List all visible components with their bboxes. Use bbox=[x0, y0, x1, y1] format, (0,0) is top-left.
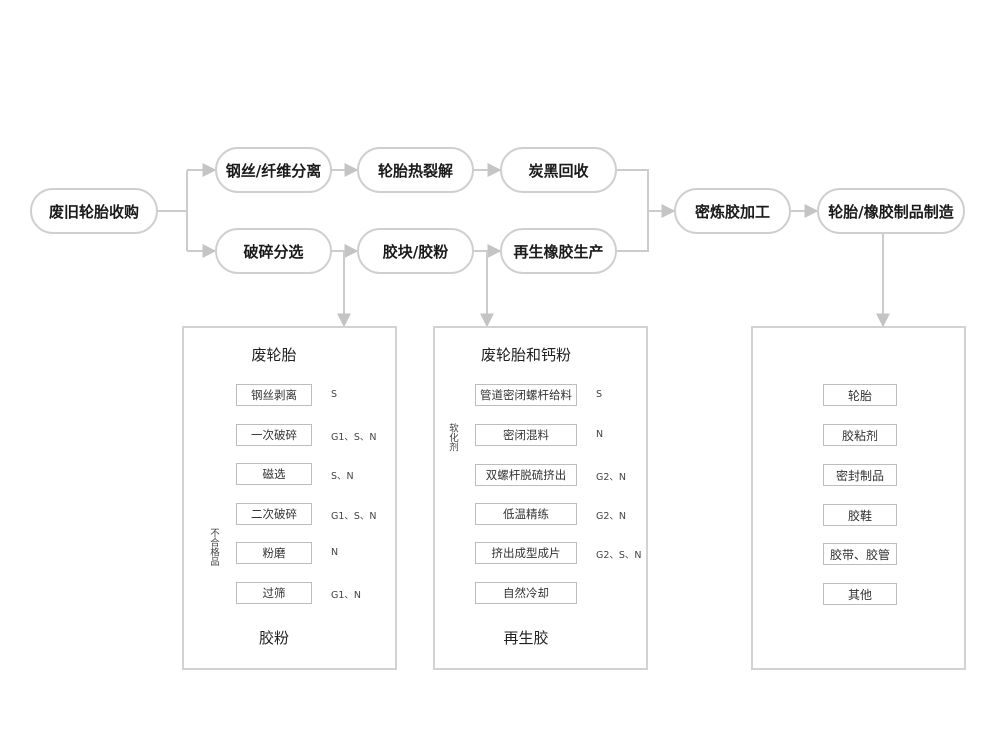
panel1-emission-5: N bbox=[331, 547, 339, 558]
panel2-step-5: 挤出成型成片 bbox=[475, 542, 577, 564]
panel1-emission-2: G1、S、N bbox=[331, 432, 377, 443]
panel1-step-2: 一次破碎 bbox=[236, 424, 312, 446]
panel2-emission-4: G2、N bbox=[596, 511, 627, 522]
product-4: 胶鞋 bbox=[823, 504, 897, 526]
panel2-step-2: 密闭混料 bbox=[475, 424, 577, 446]
product-6: 其他 bbox=[823, 583, 897, 605]
panel2-emission-2: N bbox=[596, 429, 604, 440]
panel1-emission-3: S、N bbox=[331, 471, 354, 482]
panel1-loop-label: 不合格品 bbox=[207, 528, 219, 566]
panel1-step-3: 磁选 bbox=[236, 463, 312, 485]
product-2: 胶粘剂 bbox=[823, 424, 897, 446]
node-manufacture: 轮胎/橡胶制品制造 bbox=[817, 188, 965, 234]
panel2-step-6: 自然冷却 bbox=[475, 582, 577, 604]
panel1-output: 胶粉 bbox=[258, 629, 290, 647]
product-5: 胶带、胶管 bbox=[823, 543, 897, 565]
panel1-step-6: 过筛 bbox=[236, 582, 312, 604]
panel-powder-process bbox=[182, 326, 397, 670]
product-1: 轮胎 bbox=[823, 384, 897, 406]
node-carbon-recovery: 炭黑回收 bbox=[500, 147, 617, 193]
node-rubber-powder: 胶块/胶粉 bbox=[357, 228, 474, 274]
node-crush-sort: 破碎分选 bbox=[215, 228, 332, 274]
panel2-step-3: 双螺杆脱硫挤出 bbox=[475, 464, 577, 486]
panel2-title: 废轮胎和钙粉 bbox=[480, 346, 572, 364]
panel-regen-process bbox=[433, 326, 648, 670]
panel2-emission-1: S bbox=[596, 389, 603, 400]
panel2-step-1: 管道密闭螺杆给料 bbox=[475, 384, 577, 406]
panel-products bbox=[751, 326, 966, 670]
product-3: 密封制品 bbox=[823, 464, 897, 486]
panel1-emission-4: G1、S、N bbox=[331, 511, 377, 522]
node-mixing: 密炼胶加工 bbox=[674, 188, 791, 234]
panel1-title: 废轮胎 bbox=[251, 346, 297, 364]
panel2-output: 再生胶 bbox=[503, 629, 549, 647]
node-steel-separation: 钢丝/纤维分离 bbox=[215, 147, 332, 193]
node-collect: 废旧轮胎收购 bbox=[30, 188, 158, 234]
node-regen-rubber: 再生橡胶生产 bbox=[500, 228, 617, 274]
panel1-step-4: 二次破碎 bbox=[236, 503, 312, 525]
panel2-emission-5: G2、S、N bbox=[596, 550, 642, 561]
panel2-side-input: 软化剂 bbox=[446, 423, 458, 452]
panel1-step-5: 粉磨 bbox=[236, 542, 312, 564]
node-pyrolysis: 轮胎热裂解 bbox=[357, 147, 474, 193]
panel2-emission-3: G2、N bbox=[596, 472, 627, 483]
panel2-step-4: 低温精练 bbox=[475, 503, 577, 525]
panel1-emission-1: S bbox=[331, 389, 338, 400]
panel1-emission-6: G1、N bbox=[331, 590, 362, 601]
panel1-step-1: 钢丝剥离 bbox=[236, 384, 312, 406]
